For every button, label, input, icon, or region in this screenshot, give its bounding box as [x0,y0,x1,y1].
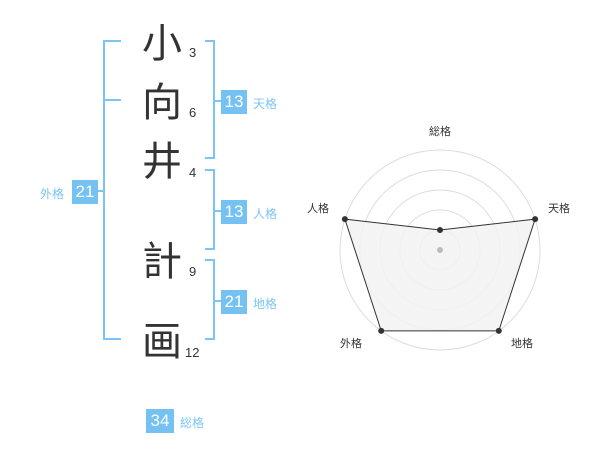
radar-label-jinkaku: 人格 [307,201,329,215]
stroke-count-4: 9 [189,264,197,279]
jinkaku-bracket [205,169,215,250]
radar-point-chikaku [495,327,502,334]
radar-points [341,216,539,334]
name-char-1: 小 [142,21,182,67]
chikaku-bracket [205,259,215,340]
name-char-2: 向 [142,80,182,126]
name-char-3: 井 [142,139,182,185]
radar-label-chikaku: 地格 [511,336,533,350]
radar-point-jinkaku [341,216,348,223]
stroke-count-3: 4 [189,165,197,180]
tenkaku-label: 天格 [253,97,278,111]
name-char-4: 計 [142,239,182,285]
radar-shape [344,218,536,332]
radar-point-tenkaku [532,216,539,223]
jinkaku-value: 13 [221,200,247,224]
radar-point-soukaku [437,227,443,233]
radar-label-tenkaku: 天格 [548,201,570,215]
name-char-5: 画 [142,319,182,365]
radar-center-point [437,247,443,253]
chikaku-label: 地格 [253,297,278,311]
soukaku-label: 総格 [180,416,205,430]
stroke-count-1: 3 [189,45,197,60]
tenkaku-bracket [205,40,215,159]
radar-grid-ring [339,149,541,351]
soukaku-value: 34 [146,409,174,433]
radar-label-gaikaku: 外格 [340,336,362,350]
jinkaku-label: 人格 [253,207,278,221]
gaikaku-label: 外格 [40,187,65,201]
radar-label-soukaku: 総格 [429,124,451,138]
stroke-count-5: 12 [185,345,200,360]
radar-point-gaikaku [378,327,385,334]
gaikaku-value: 21 [72,180,98,204]
tenkaku-value: 13 [221,90,247,114]
chikaku-value: 21 [221,290,247,314]
stroke-count-2: 6 [189,105,197,120]
